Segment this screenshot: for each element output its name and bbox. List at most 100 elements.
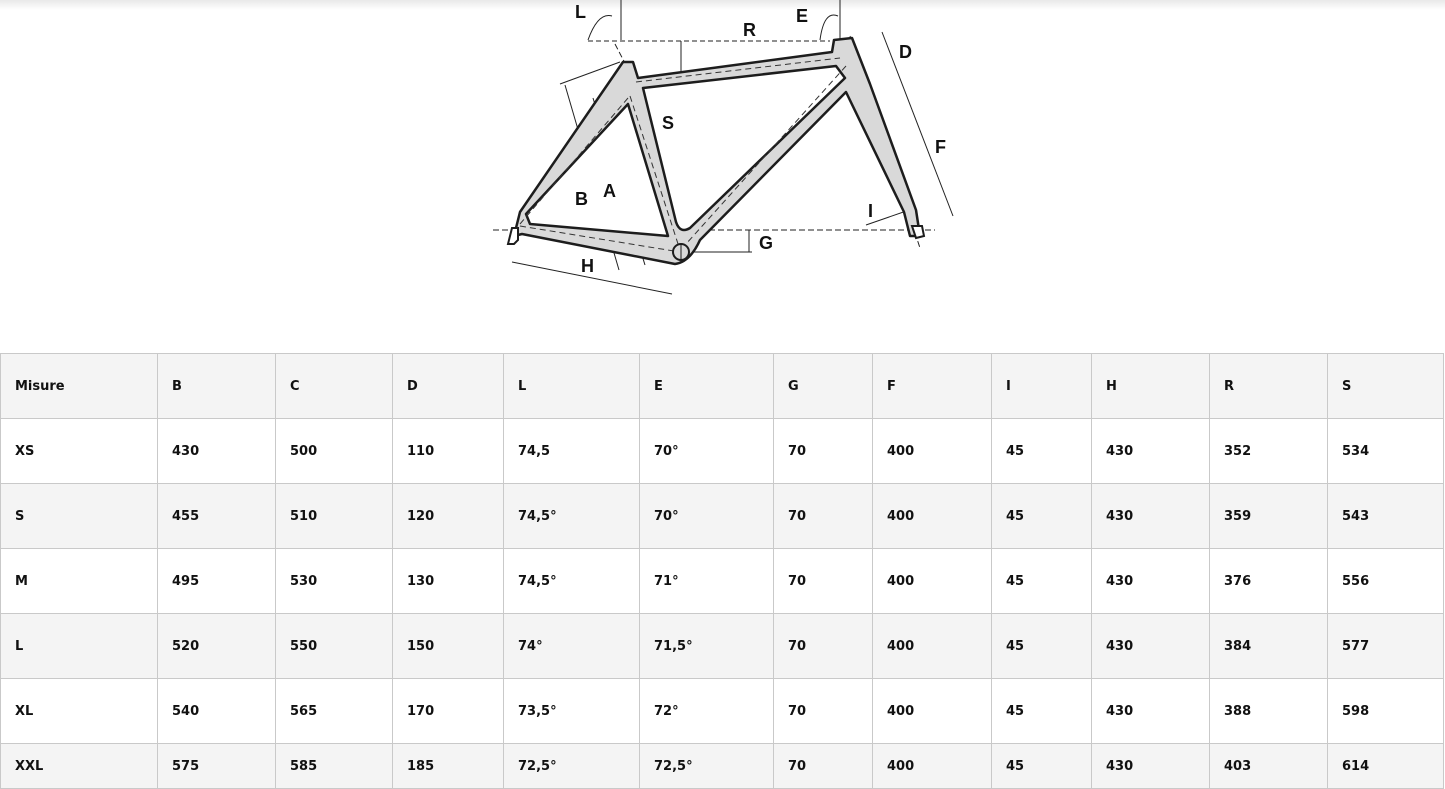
column-header: B — [157, 353, 276, 419]
table-cell: 400 — [872, 613, 992, 679]
table-row: XL 540 565 170 73,5° 72° 70 400 45 430 3… — [0, 678, 1444, 744]
table-cell: 72,5° — [639, 743, 774, 789]
table-cell: 540 — [157, 678, 276, 744]
table-cell: 598 — [1327, 678, 1444, 744]
table-cell: 170 — [392, 678, 504, 744]
table-cell: 455 — [157, 483, 276, 549]
table-cell: 70 — [773, 678, 873, 744]
table-cell: 376 — [1209, 548, 1328, 614]
table-cell: 430 — [157, 418, 276, 484]
table-cell: 430 — [1091, 613, 1210, 679]
table-cell: 120 — [392, 483, 504, 549]
table-cell: 70 — [773, 418, 873, 484]
table-cell: 110 — [392, 418, 504, 484]
label-H: H — [581, 256, 594, 276]
table-cell: 74,5° — [503, 548, 640, 614]
column-header: R — [1209, 353, 1328, 419]
table-cell: 45 — [991, 548, 1092, 614]
label-I: I — [868, 201, 873, 221]
bike-frame — [512, 36, 922, 266]
table-cell: 510 — [275, 483, 393, 549]
label-R: R — [743, 20, 756, 40]
column-header: L — [503, 353, 640, 419]
table-cell: 70° — [639, 483, 774, 549]
table-header-row: Misure B C D L E G F I H R S — [0, 353, 1444, 419]
table-cell: 430 — [1091, 548, 1210, 614]
table-cell: 70 — [773, 743, 873, 789]
table-cell: 74,5° — [503, 483, 640, 549]
table-cell: 352 — [1209, 418, 1328, 484]
table-cell: 384 — [1209, 613, 1328, 679]
table-cell: 70° — [639, 418, 774, 484]
table-cell: 500 — [275, 418, 393, 484]
table-cell: 400 — [872, 548, 992, 614]
table-cell: 577 — [1327, 613, 1444, 679]
table-cell: 543 — [1327, 483, 1444, 549]
column-header: G — [773, 353, 873, 419]
column-header: D — [392, 353, 504, 419]
table-cell: 403 — [1209, 743, 1328, 789]
top-shadow — [0, 0, 1445, 10]
table-cell: 45 — [991, 613, 1092, 679]
table-row: XS 430 500 110 74,5 70° 70 400 45 430 35… — [0, 418, 1444, 484]
table-cell: 614 — [1327, 743, 1444, 789]
table-cell: XL — [0, 678, 158, 744]
table-cell: 71,5° — [639, 613, 774, 679]
table-row: L 520 550 150 74° 71,5° 70 400 45 430 38… — [0, 613, 1444, 679]
table-cell: 70 — [773, 483, 873, 549]
table-cell: 400 — [872, 418, 992, 484]
table-cell: XS — [0, 418, 158, 484]
label-L: L — [575, 2, 586, 22]
table-cell: 74° — [503, 613, 640, 679]
table-cell: 430 — [1091, 418, 1210, 484]
table-cell: 575 — [157, 743, 276, 789]
label-F: F — [935, 137, 946, 157]
table-cell: M — [0, 548, 158, 614]
table-cell: 400 — [872, 678, 992, 744]
table-cell: 73,5° — [503, 678, 640, 744]
table-cell: 45 — [991, 483, 1092, 549]
frame-geometry-diagram: L R E D S F B A I G H — [493, 0, 954, 295]
dropout-front — [910, 225, 926, 240]
table-cell: 45 — [991, 418, 1092, 484]
table-row: XXL 575 585 185 72,5° 72,5° 70 400 45 43… — [0, 743, 1444, 789]
table-cell: 130 — [392, 548, 504, 614]
geometry-table: Misure B C D L E G F I H R S XS 430 500 … — [0, 353, 1444, 789]
table-cell: XXL — [0, 743, 158, 789]
table-cell: 45 — [991, 743, 1092, 789]
table-cell: 74,5 — [503, 418, 640, 484]
table-cell: 45 — [991, 678, 1092, 744]
dropout-rear — [506, 227, 519, 245]
column-header: C — [275, 353, 393, 419]
column-header: Misure — [0, 353, 158, 419]
table-cell: 71° — [639, 548, 774, 614]
table-cell: 556 — [1327, 548, 1444, 614]
label-G: G — [759, 233, 773, 253]
table-cell: 70 — [773, 548, 873, 614]
label-E: E — [796, 6, 808, 26]
column-header: H — [1091, 353, 1210, 419]
column-header: I — [991, 353, 1092, 419]
column-header: E — [639, 353, 774, 419]
table-cell: 430 — [1091, 483, 1210, 549]
table-row: M 495 530 130 74,5° 71° 70 400 45 430 37… — [0, 548, 1444, 614]
table-cell: 520 — [157, 613, 276, 679]
table-cell: 185 — [392, 743, 504, 789]
table-cell: L — [0, 613, 158, 679]
table-cell: 430 — [1091, 678, 1210, 744]
table-cell: 400 — [872, 483, 992, 549]
table-cell: S — [0, 483, 158, 549]
table-cell: 550 — [275, 613, 393, 679]
table-cell: 150 — [392, 613, 504, 679]
table-cell: 70 — [773, 613, 873, 679]
table-cell: 495 — [157, 548, 276, 614]
column-header: S — [1327, 353, 1444, 419]
table-row: S 455 510 120 74,5° 70° 70 400 45 430 35… — [0, 483, 1444, 549]
table-cell: 565 — [275, 678, 393, 744]
label-A: A — [603, 181, 616, 201]
label-D: D — [899, 42, 912, 62]
table-cell: 72° — [639, 678, 774, 744]
table-cell: 534 — [1327, 418, 1444, 484]
table-cell: 430 — [1091, 743, 1210, 789]
label-B: B — [575, 189, 588, 209]
